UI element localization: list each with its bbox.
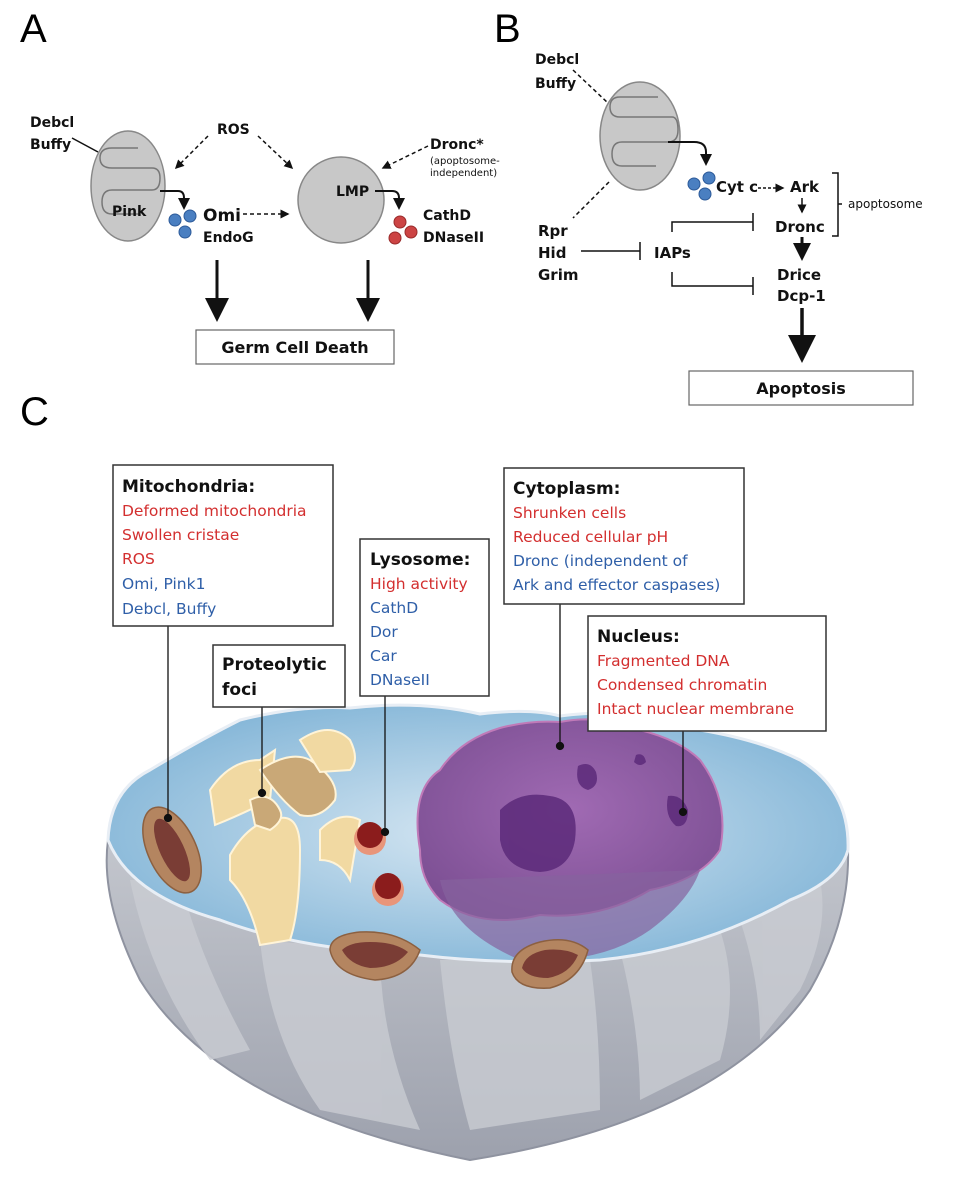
nucleus-title: Nucleus: [597, 627, 680, 647]
apoptosome-bracket [832, 172, 842, 237]
mitochondrion-icon [329, 931, 421, 981]
mito-item: Debcl, Buffy [122, 600, 216, 618]
mitochondrion-icon [599, 81, 681, 191]
label-debcl-b: Debcl [535, 52, 579, 68]
label-rpr: Rpr [538, 222, 568, 240]
arrow-lmp-release [375, 190, 405, 210]
mitochondrion-icon [511, 939, 589, 989]
label-dronc-note-2: independent) [430, 168, 497, 179]
label-buffy-b: Buffy [535, 76, 576, 92]
proteolytic-title-2: foci [222, 680, 257, 700]
lysosome-icon [297, 156, 385, 244]
mito-item: Omi, Pink1 [122, 575, 205, 593]
cyto-item: Reduced cellular pH [513, 528, 668, 546]
outcome-germ-cell-death: Germ Cell Death [221, 338, 368, 357]
panel-a: A Debcl Buffy Pink ROS Omi EndoG LMP Dro… [20, 7, 500, 365]
label-cytc: Cyt c [716, 178, 758, 196]
panel-letter-b: B [494, 7, 521, 51]
outcome-apoptosis: Apoptosis [756, 379, 845, 398]
outcome-box-a [195, 329, 395, 365]
mitochondrion-icon [142, 806, 202, 894]
proteolytic-foci-callout: Proteolytic foci [212, 644, 346, 708]
connector-rpr [572, 181, 610, 219]
connector-debcl [572, 69, 610, 105]
proteolytic-foci-er [208, 729, 362, 947]
arrow-dronc-lmp [381, 145, 429, 169]
lyso-item: Dor [370, 623, 398, 641]
label-pink: Pink [112, 204, 147, 220]
lyso-item: High activity [370, 575, 468, 593]
cyto-item: Shrunken cells [513, 504, 626, 522]
outcome-box-b [688, 370, 914, 406]
arrow-release [160, 190, 190, 210]
label-dnaseii-a: DNaseII [423, 230, 484, 246]
nucleus-callout: Nucleus: Fragmented DNA Condensed chroma… [587, 615, 827, 732]
lysosome-particles-icon [388, 215, 418, 245]
inhibit-rpr-iaps [581, 242, 641, 260]
cytc-particles-icon [687, 171, 716, 201]
nucleus-item: Condensed chromatin [597, 676, 767, 694]
cyto-item: Ark and effector caspases) [513, 576, 720, 594]
lyso-item: DNaseII [370, 671, 430, 689]
cell-illustration [105, 703, 850, 1162]
label-dronc-a: Dronc* [430, 137, 484, 153]
panel-letter-c: C [20, 390, 49, 434]
label-grim: Grim [538, 266, 578, 284]
label-endog: EndoG [203, 230, 254, 246]
label-iaps: IAPs [654, 244, 691, 262]
omi-particles-icon [168, 209, 197, 239]
label-dronc-note-1: (apoptosome- [430, 156, 500, 167]
panel-letter-a: A [20, 7, 47, 51]
label-drice: Drice [777, 266, 821, 284]
label-omi: Omi [203, 206, 241, 226]
cytoplasm-title: Cytoplasm: [513, 479, 620, 499]
connector-line [71, 137, 99, 153]
arrow-ros-lmp [257, 135, 294, 170]
proteolytic-title-1: Proteolytic [222, 655, 327, 675]
arrow-cytc-release [668, 141, 712, 166]
mitochondria-callout: Mitochondria: Deformed mitochondria Swol… [112, 464, 334, 627]
nucleus-item: Intact nuclear membrane [597, 700, 794, 718]
lysosome-title: Lysosome: [370, 550, 470, 570]
inhibit-iaps-drice [671, 272, 754, 295]
label-hid: Hid [538, 244, 566, 262]
label-dronc-b: Dronc [775, 218, 825, 236]
cyto-item: Dronc (independent of [513, 552, 688, 570]
lysosome-icon [354, 822, 404, 906]
mito-item: ROS [122, 550, 155, 568]
nucleus-item: Fragmented DNA [597, 652, 730, 670]
mitochondria-title: Mitochondria: [122, 477, 255, 497]
leader-lines [163, 604, 688, 837]
lysosome-callout: Lysosome: High activity CathD Dor Car DN… [359, 538, 490, 697]
lyso-item: Car [370, 647, 397, 665]
mito-item: Swollen cristae [122, 526, 239, 544]
label-lmp: LMP [336, 184, 369, 200]
lyso-item: CathD [370, 599, 418, 617]
label-debcl-a: Debcl [30, 115, 74, 131]
inhibit-iaps-dronc [671, 213, 754, 232]
mito-item: Deformed mitochondria [122, 502, 307, 520]
panel-b: B Debcl Buffy Cyt c Ark Dronc apoptosome… [494, 7, 923, 406]
label-buffy-a: Buffy [30, 137, 71, 153]
label-ark: Ark [790, 178, 820, 196]
arrow-ros-mito [174, 135, 209, 170]
label-ros: ROS [217, 122, 250, 138]
cytoplasm-callout: Cytoplasm: Shrunken cells Reduced cellul… [503, 467, 745, 605]
label-dcp1: Dcp-1 [777, 287, 826, 305]
label-apoptosome: apoptosome [848, 197, 923, 211]
panel-c: C [20, 390, 850, 1162]
label-cathd-a: CathD [423, 208, 471, 224]
mitochondrion-icon [90, 130, 166, 242]
